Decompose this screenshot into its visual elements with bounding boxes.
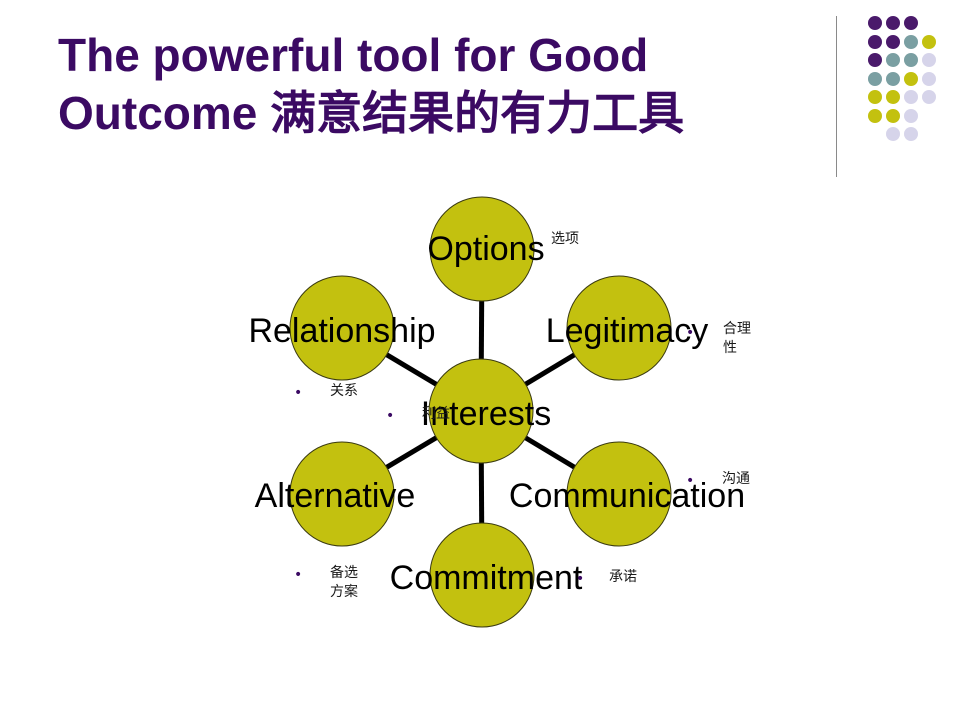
decor-dot-lavender [922,90,936,104]
title-divider [836,16,837,177]
slide-title-line-2: Outcome 满意结果的有力工具 [58,87,685,139]
decor-dot-purple [886,34,900,49]
note-bullet-relationship: • [294,385,303,401]
node-circle-alternative [289,441,395,547]
node-label-options: Options [427,230,545,268]
node-note-commitment: 承诺 [609,569,637,585]
node-circle-commitment [429,522,535,628]
node-circle-center-interests [428,358,534,464]
decor-dot-purple [868,34,882,49]
decor-dot-olive [886,108,900,123]
decor-dot-olive [868,108,882,123]
node-circle-legitimacy [566,275,672,381]
node-note-options: 选项 [551,231,579,247]
decor-dot-teal [886,53,900,67]
note-bullet-commitment: • [576,571,585,587]
slide-title: The powerful tool for Good Outcome 满意结果的… [58,26,818,142]
node-label-relationship: Relationship [248,312,436,350]
decor-dot-lavender [904,108,918,123]
note-bullet-legitimacy: • [686,325,695,341]
decor-dot-olive [922,34,936,49]
decor-dot-olive [904,71,918,86]
node-note-communication: 沟通 [722,471,750,487]
node-note-center-interests: 利益 [422,406,450,422]
node-circle-communication [566,441,672,547]
decor-dot-teal [904,34,918,49]
decor-dot-purple [904,16,918,30]
node-note-relationship: 关系 [330,383,358,399]
node-note-alternative: 备选方案 [330,565,358,600]
node-label-communication: Communication [508,477,746,515]
decor-dot-lavender [904,127,918,141]
decor-dot-lavender [922,71,936,86]
decor-dot-purple [886,16,900,30]
note-bullet-communication: • [686,473,695,489]
decor-dot-lavender [886,127,900,141]
decor-dot-olive [886,90,900,104]
node-circle-relationship [289,275,395,381]
decor-dot-purple [868,53,882,67]
node-circle-options [429,196,535,302]
decor-dot-purple [868,16,882,30]
node-label-commitment: Commitment [389,559,583,597]
decor-dot-teal [904,53,918,67]
note-bullet-alternative: • [294,567,303,583]
decor-dot-lavender [922,53,936,67]
decor-dot-teal [868,71,882,86]
node-label-center-interests: Interests [420,395,552,433]
node-circles [289,196,672,628]
decor-dot-teal [886,71,900,86]
node-label-legitimacy: Legitimacy [545,312,709,350]
node-label-alternative: Alternative [254,477,416,515]
node-note-legitimacy: 合理性 [723,321,751,356]
decor-dot-lavender [904,90,918,104]
slide-title-line-1: The powerful tool for Good [58,29,649,81]
note-bullet-center: • [386,408,395,424]
decor-dot-olive [868,90,882,104]
